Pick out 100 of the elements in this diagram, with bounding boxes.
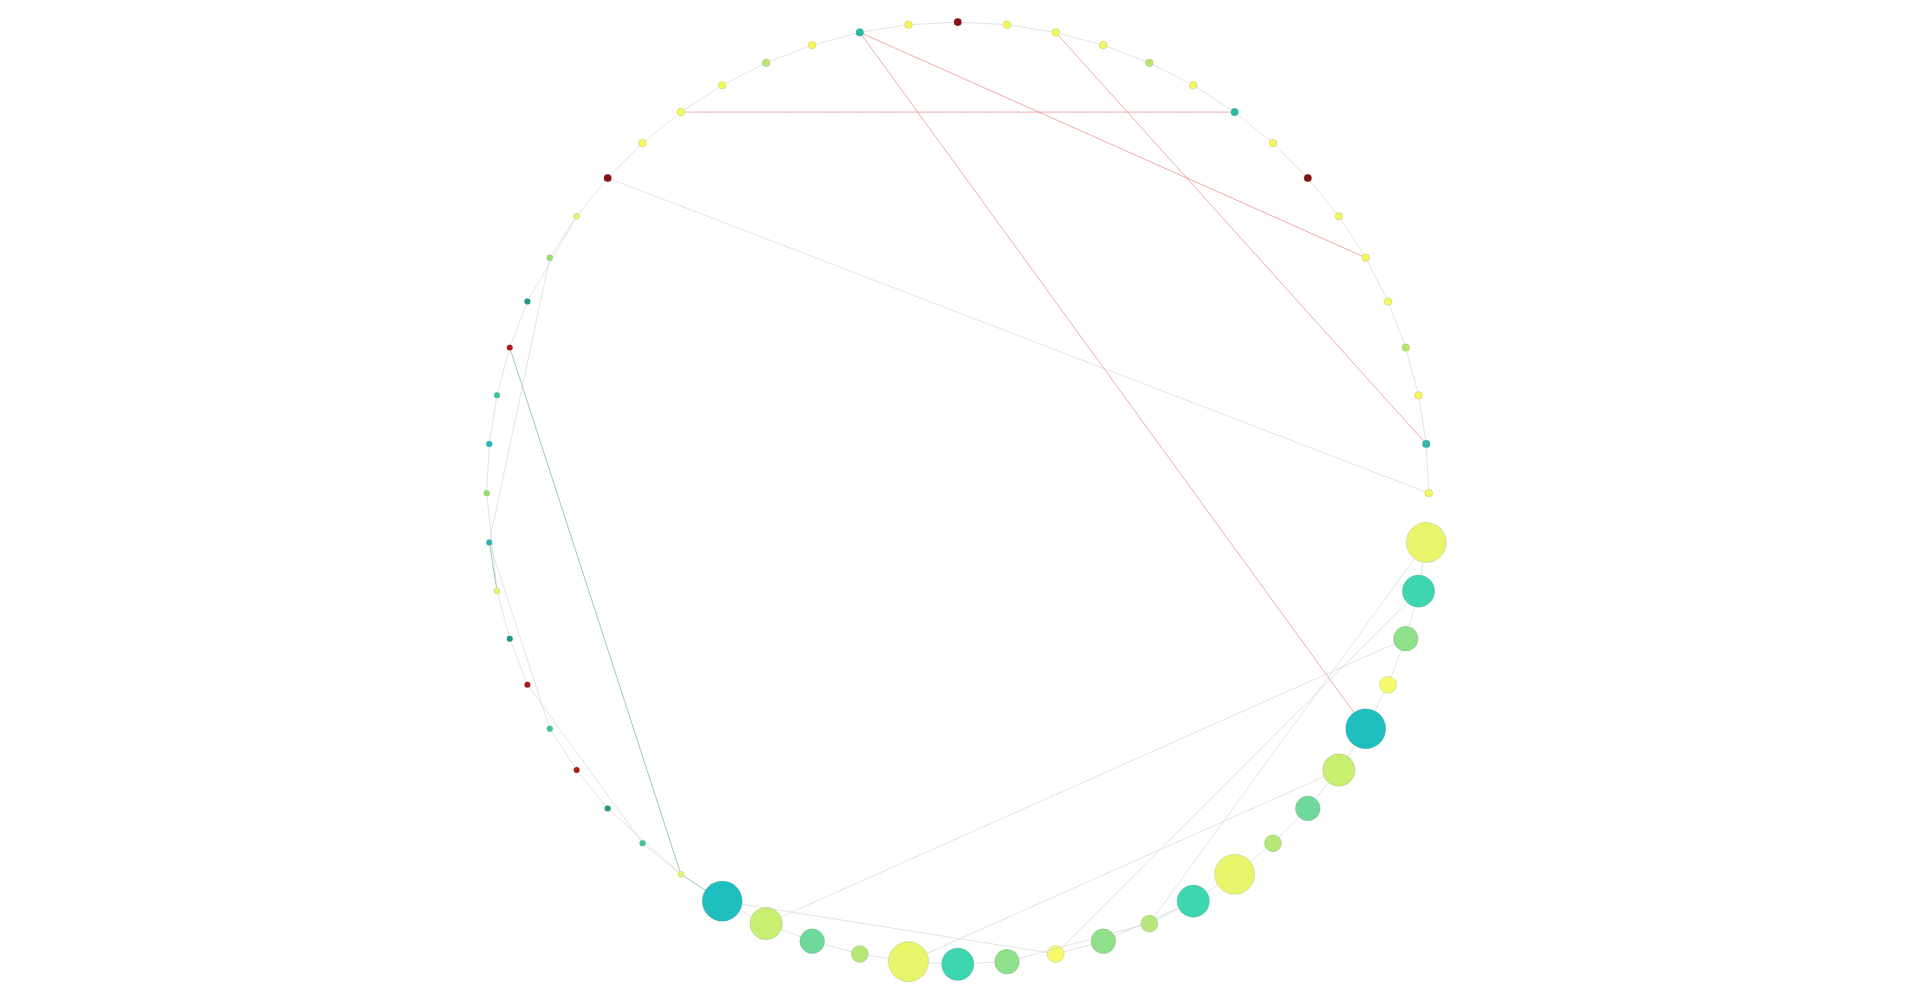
connector: [1274, 145, 1305, 176]
node-circle: [485, 440, 492, 448]
node-circle: [572, 766, 579, 774]
connector: [577, 772, 605, 807]
node-circle: [602, 174, 611, 182]
connector: [779, 643, 1394, 918]
connector: [527, 218, 575, 300]
node-circle: [1360, 253, 1369, 262]
connector: [822, 944, 851, 952]
node-circle: [1089, 928, 1115, 954]
node-circle: [761, 58, 770, 67]
connector: [860, 35, 1354, 713]
connector: [1236, 114, 1270, 141]
connector: [862, 33, 1362, 257]
connector: [1314, 782, 1328, 799]
node-circle: [1213, 854, 1254, 895]
node-circle: [1050, 28, 1059, 37]
connector: [608, 810, 678, 873]
connector: [610, 179, 1425, 493]
connector: [1405, 351, 1417, 392]
node-circle: [701, 880, 742, 922]
connector: [550, 731, 575, 768]
connector: [1339, 219, 1363, 255]
node-circle: [1046, 945, 1064, 963]
connector: [862, 25, 904, 33]
connector: [1057, 35, 1423, 442]
node-circle: [1144, 58, 1153, 67]
node-circle: [1098, 41, 1107, 50]
node-circle: [1268, 139, 1276, 148]
node-circle: [798, 928, 824, 954]
connector: [1277, 816, 1299, 838]
connector: [740, 904, 1047, 953]
connector: [509, 641, 526, 683]
connector: [1151, 64, 1190, 84]
connector: [644, 114, 678, 141]
connector: [1389, 650, 1401, 678]
node-circle: [485, 539, 492, 546]
node-circle: [492, 588, 500, 595]
node-circle: [887, 941, 928, 982]
connector: [1417, 398, 1425, 441]
connector: [643, 844, 678, 873]
node-circle: [850, 945, 868, 963]
connector: [509, 304, 526, 345]
connector: [867, 955, 888, 959]
connector: [814, 33, 856, 45]
node-circle: [638, 840, 645, 847]
connector: [488, 545, 496, 589]
node-circle: [482, 490, 489, 497]
node-circle: [1400, 343, 1409, 352]
node-circle: [1378, 676, 1396, 694]
node-circle: [1139, 914, 1157, 933]
connector: [1105, 46, 1145, 62]
connector: [768, 46, 808, 62]
connector: [1155, 908, 1179, 920]
connector: [1309, 180, 1336, 214]
node-circle: [1175, 884, 1209, 918]
node-circle: [676, 871, 683, 878]
node-circle: [1294, 795, 1320, 821]
connector: [1195, 87, 1231, 111]
connector: [738, 910, 751, 917]
node-circle: [675, 108, 684, 117]
node-circle: [1229, 108, 1238, 117]
connector: [1060, 602, 1407, 949]
connector: [1205, 885, 1217, 893]
connector: [682, 87, 719, 111]
connector: [1407, 606, 1414, 627]
connector: [1017, 925, 1141, 959]
node-circle: [572, 213, 579, 220]
node-circle: [637, 139, 646, 148]
node-circle: [717, 81, 726, 90]
node-circle: [993, 949, 1019, 975]
node-circle: [1421, 440, 1430, 448]
connector: [925, 776, 1324, 954]
node-circle: [1002, 20, 1010, 29]
node-circle: [1405, 522, 1446, 563]
node-circle: [940, 947, 974, 981]
connector: [1346, 745, 1354, 757]
connector: [1366, 260, 1386, 299]
connector: [527, 687, 640, 841]
node-circle: [603, 805, 610, 812]
connector: [550, 218, 575, 256]
connector: [1373, 692, 1384, 711]
node-circle: [492, 392, 500, 399]
node-circle: [505, 344, 512, 351]
node-circle: [523, 681, 530, 688]
node-circle: [1392, 626, 1418, 652]
node-circle: [952, 18, 961, 27]
connector: [488, 545, 549, 727]
node-circle: [1413, 391, 1422, 400]
connector: [683, 111, 1230, 113]
node-circle: [545, 254, 552, 261]
connector: [488, 260, 549, 540]
connector: [1058, 33, 1099, 45]
connector: [496, 350, 509, 393]
node-circle: [903, 20, 912, 29]
connector: [724, 64, 762, 84]
node-circle: [1188, 81, 1197, 90]
node-circle: [1333, 212, 1342, 221]
node-circle: [807, 41, 816, 50]
connector: [1419, 562, 1423, 576]
